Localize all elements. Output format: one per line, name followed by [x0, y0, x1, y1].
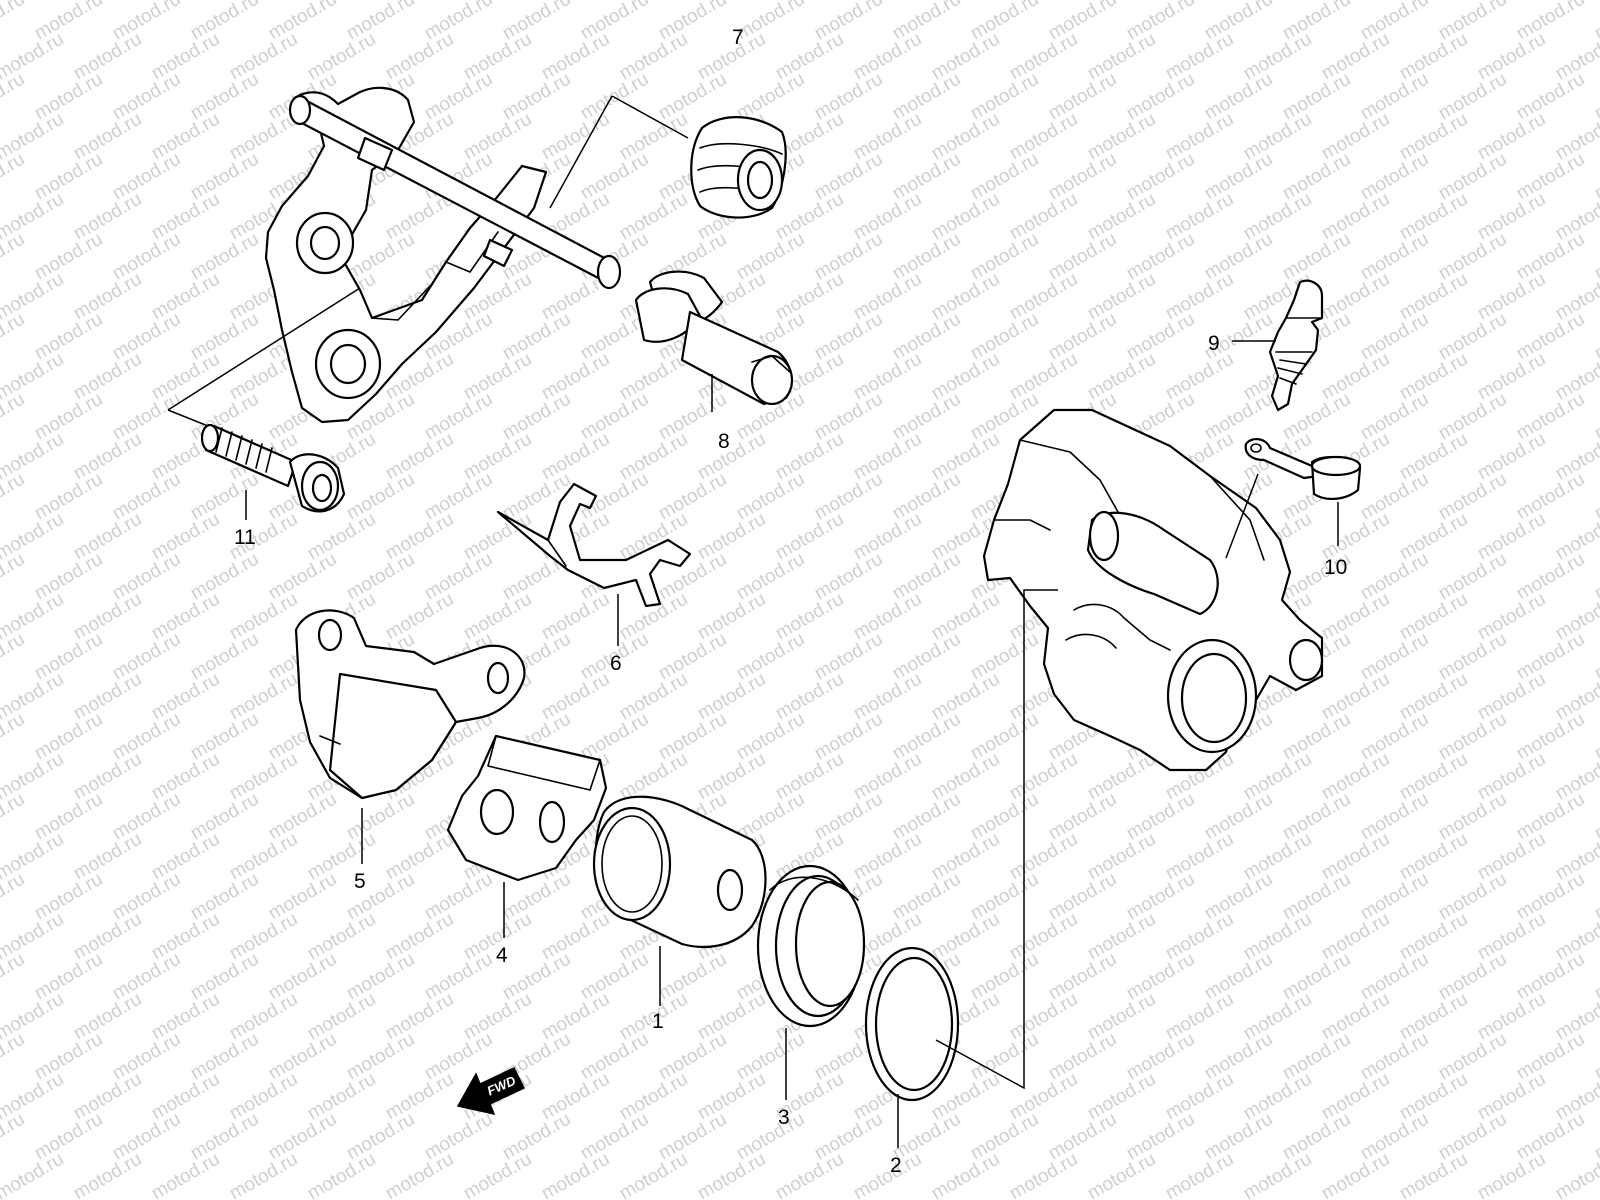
- caliper-body[interactable]: [982, 408, 1324, 772]
- bleeder-valve[interactable]: [1268, 279, 1324, 412]
- slide-pin[interactable]: [288, 94, 622, 290]
- watermark-text: motod.ru: [304, 1149, 379, 1200]
- watermark-text: motod.ru: [1591, 629, 1600, 685]
- watermark-text: motod.ru: [1591, 549, 1600, 605]
- callout-3: 3: [778, 1106, 790, 1129]
- watermark-text: motod.ru: [0, 309, 28, 365]
- watermark-text: motod.ru: [1474, 1149, 1549, 1200]
- guide-pin[interactable]: [634, 270, 794, 406]
- watermark-text: motod.ru: [1084, 1149, 1159, 1200]
- watermark-text: motod.ru: [928, 1149, 1003, 1200]
- watermark-text: motod.ru: [0, 1149, 67, 1200]
- watermark-text: motod.ru: [226, 1149, 301, 1200]
- dust-seal[interactable]: [756, 864, 866, 1028]
- watermark-text: motod.ru: [460, 1149, 535, 1200]
- watermark-text: motod.ru: [0, 949, 28, 1005]
- callout-9: 9: [1208, 332, 1220, 355]
- watermark-text: motod.ru: [1591, 789, 1600, 845]
- watermark-text: motod.ru: [1318, 1149, 1393, 1200]
- watermark-text: motod.ru: [1591, 149, 1600, 205]
- callout-1: 1: [652, 1010, 664, 1033]
- watermark-text: motod.ru: [382, 1149, 457, 1200]
- watermark-text: motod.ru: [0, 789, 28, 845]
- callout-11: 11: [234, 526, 256, 549]
- callout-10: 10: [1324, 556, 1347, 579]
- watermark-text: motod.ru: [538, 1149, 613, 1200]
- watermark-text: motod.ru: [1591, 949, 1600, 1005]
- inner-brake-pad[interactable]: [446, 734, 608, 882]
- pin-boot[interactable]: [690, 116, 787, 219]
- watermark-text: motod.ru: [1591, 869, 1600, 925]
- watermark-text: motod.ru: [0, 1029, 28, 1085]
- watermark-text: motod.ru: [0, 69, 28, 125]
- piston-seal[interactable]: [864, 946, 960, 1102]
- watermark-text: motod.ru: [1396, 1149, 1471, 1200]
- watermark-text: motod.ru: [0, 549, 28, 605]
- caliper-bracket[interactable]: [264, 86, 548, 424]
- watermark-text: motod.ru: [0, 389, 28, 445]
- watermark-text: motod.ru: [1162, 1149, 1237, 1200]
- watermark-text: motod.ru: [1240, 1149, 1315, 1200]
- watermark-text: motod.ru: [1591, 469, 1600, 525]
- watermark-text: motod.ru: [1591, 229, 1600, 285]
- pad-spring[interactable]: [496, 482, 692, 608]
- mounting-bolt[interactable]: [200, 423, 346, 513]
- watermark-text: motod.ru: [0, 0, 28, 44]
- watermark-text: motod.ru: [1591, 69, 1600, 125]
- watermark-text: motod.ru: [772, 1149, 847, 1200]
- watermark-text: motod.ru: [616, 1149, 691, 1200]
- watermark-text: motod.ru: [70, 1149, 145, 1200]
- watermark-text: motod.ru: [850, 1149, 925, 1200]
- watermark-text: motod.ru: [1591, 309, 1600, 365]
- watermark-text: motod.ru: [1006, 1149, 1081, 1200]
- forward-direction-arrow: FWD: [456, 1067, 526, 1116]
- callout-4: 4: [496, 944, 508, 967]
- watermark-text: motod.ru: [694, 1149, 769, 1200]
- leader-lines: [167, 95, 1339, 1148]
- callout-7: 7: [732, 26, 744, 49]
- watermark-text: motod.ru: [1591, 1109, 1600, 1165]
- watermark-text: motod.ru: [0, 469, 28, 525]
- watermark-text: motod.ru: [0, 869, 28, 925]
- watermark-text: motod.ru: [1591, 709, 1600, 765]
- watermark-text: motod.ru: [148, 1149, 223, 1200]
- watermark-text: motod.ru: [0, 629, 28, 685]
- bleeder-cap[interactable]: [1244, 438, 1362, 500]
- watermark-text: motod.ru: [1591, 0, 1600, 44]
- watermark-text: motod.ru: [0, 149, 28, 205]
- callout-2: 2: [890, 1154, 902, 1177]
- callout-8: 8: [718, 430, 730, 453]
- callout-5: 5: [354, 870, 366, 893]
- outer-brake-pad[interactable]: [294, 609, 526, 800]
- watermark-text: motod.ru: [1591, 1029, 1600, 1085]
- watermark-text: motod.ru: [0, 1109, 28, 1165]
- watermark-text: motod.ru: [0, 709, 28, 765]
- watermark-text: motod.ru: [1552, 1149, 1600, 1200]
- watermark-text: motod.ru: [1591, 389, 1600, 445]
- watermark-text: motod.ru: [0, 229, 28, 285]
- callout-labels: 1 2 3 4 5 6 7 8 9 10 11: [234, 26, 1347, 1177]
- callout-6: 6: [610, 652, 622, 675]
- caliper-piston[interactable]: [592, 795, 767, 949]
